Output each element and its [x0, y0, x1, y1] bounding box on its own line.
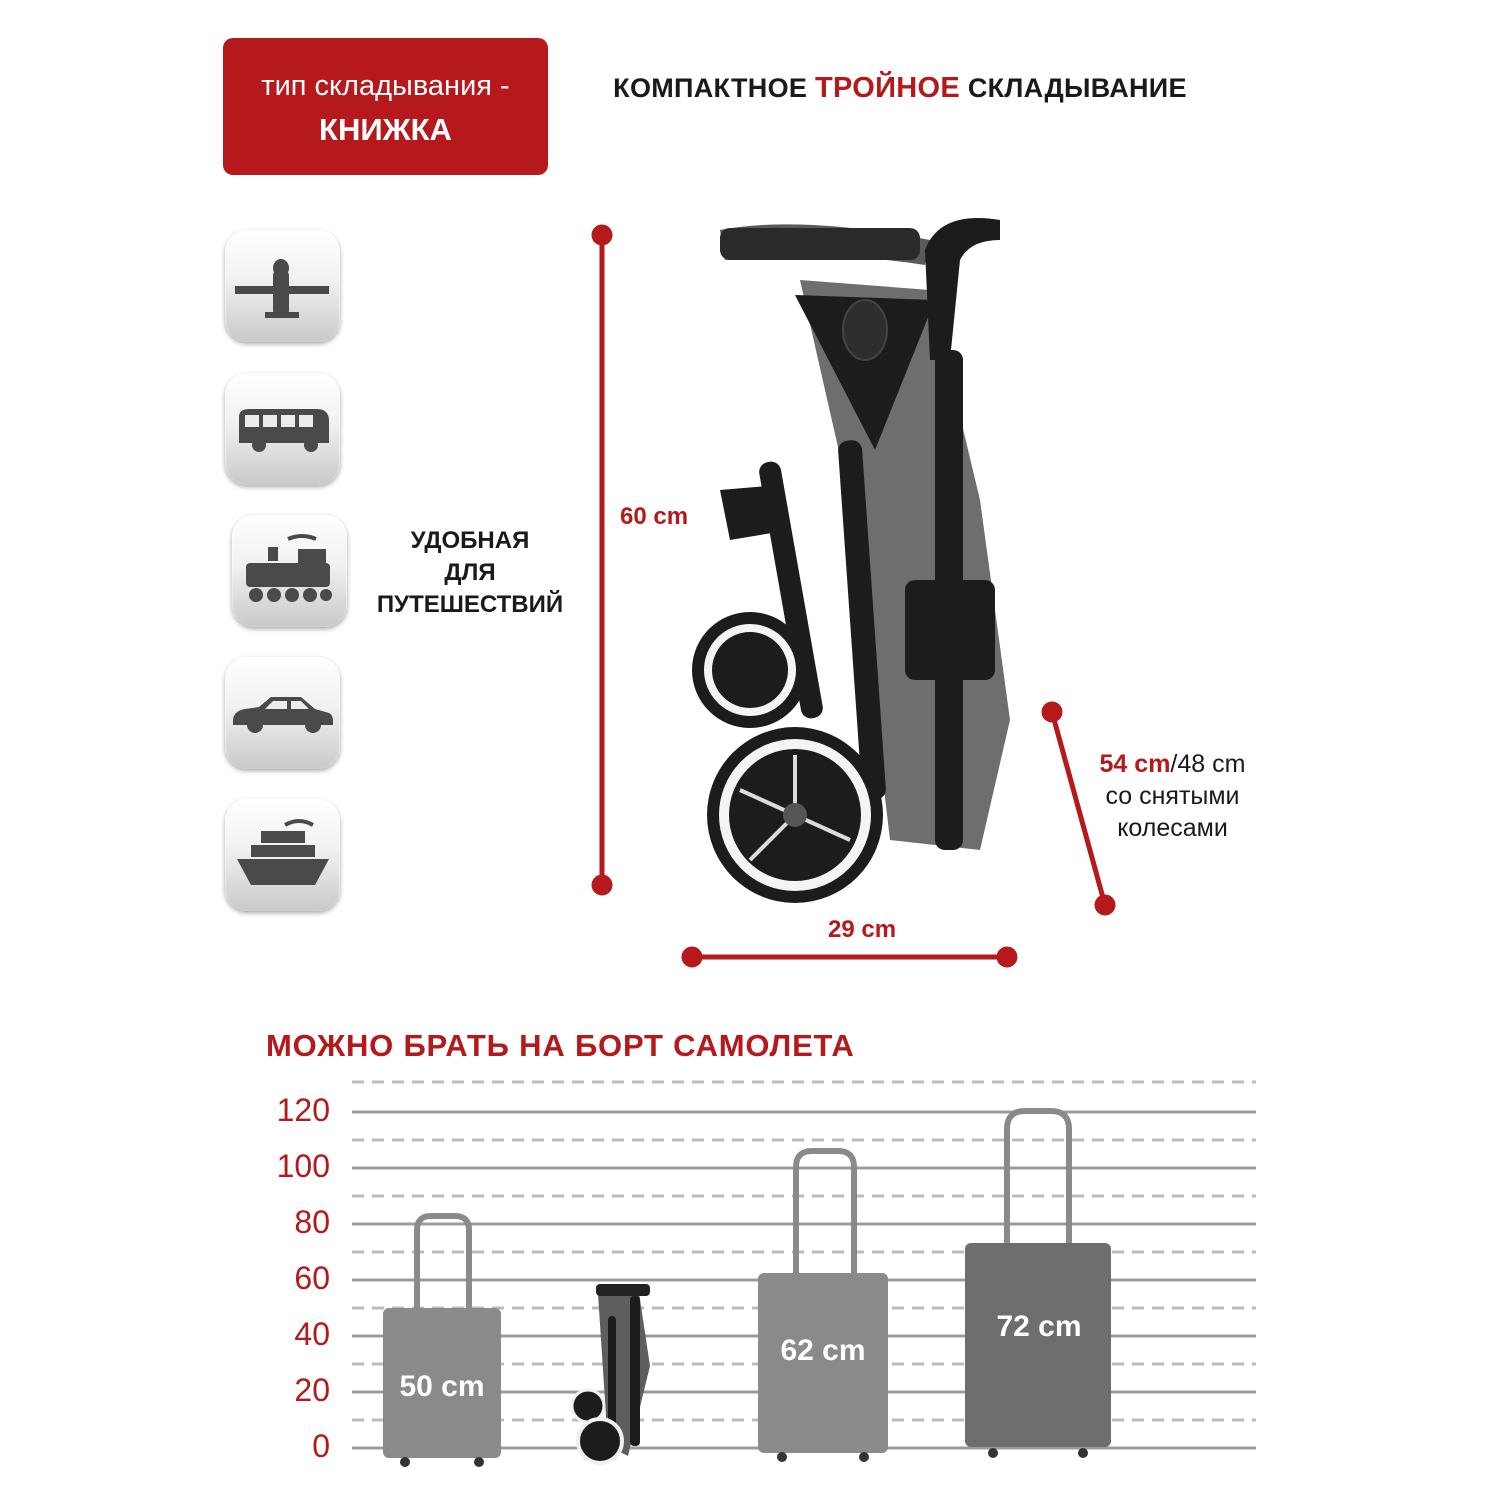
car-icon: [225, 657, 340, 769]
small-stroller-image: [570, 1284, 650, 1465]
width-dimension-right-dot: [996, 946, 1018, 968]
tick-label: 60: [294, 1260, 330, 1296]
height-dimension-bottom-dot: [591, 874, 613, 896]
travel-line3: ПУТЕШЕСТВИЙ: [376, 591, 564, 618]
depth-note2: колесами: [1117, 814, 1228, 842]
folded-stroller-image: [692, 218, 1010, 903]
travel-line1: УДОБНАЯ: [410, 527, 530, 554]
headline-part2: СКЛАДЫВАНИЕ: [960, 73, 1187, 103]
travel-line2: ДЛЯ: [444, 559, 496, 586]
ship-icon: [225, 799, 340, 911]
suitcase-72-label: 72 cm: [996, 1310, 1082, 1343]
tick-label: 20: [294, 1372, 330, 1408]
tick-label: 40: [294, 1316, 330, 1352]
tick-label: 0: [312, 1428, 330, 1464]
suitcase-62: [758, 1148, 888, 1462]
depth-main: 54 cm: [1099, 750, 1171, 778]
suitcase-72: [965, 1108, 1111, 1458]
chart-title: МОЖНО БРАТЬ НА БОРТ САМОЛЕТА: [266, 1028, 855, 1063]
headline-part1: КОМПАКТНОЕ: [613, 73, 816, 103]
depth-note1: со снятыми: [1105, 782, 1240, 810]
headline: КОМПАКТНОЕ ТРОЙНОЕ СКЛАДЫВАНИЕ: [570, 72, 1230, 105]
fold-type-badge: тип складывания - КНИЖКА: [223, 38, 548, 175]
tick-label: 100: [276, 1148, 330, 1184]
depth-alt: /48 cm: [1170, 750, 1246, 778]
height-label: 60 cm: [620, 503, 689, 530]
train-icon: [232, 515, 347, 627]
width-dimension-left-dot: [681, 946, 703, 968]
travel-text: УДОБНАЯ ДЛЯ ПУТЕШЕСТВИЙ: [360, 525, 580, 621]
headline-highlight: ТРОЙНОЕ: [815, 72, 961, 104]
depth-dimension-bottom-dot: [1094, 894, 1116, 916]
height-dimension-top-dot: [591, 224, 613, 246]
bus-icon: [225, 373, 340, 485]
dimension-lines: [591, 224, 1116, 968]
tick-label: 120: [276, 1092, 330, 1128]
suitcase-62-label: 62 cm: [780, 1334, 866, 1367]
depth-label: 54 cm/48 cm со снятыми колесами: [1085, 748, 1260, 844]
depth-dimension-line: [1049, 711, 1108, 906]
suitcase-50-label: 50 cm: [399, 1370, 485, 1403]
fold-type-label: тип складывания -: [261, 70, 510, 102]
depth-dimension-top-dot: [1041, 701, 1063, 723]
width-label: 29 cm: [828, 916, 897, 943]
suitcase-50: [383, 1213, 501, 1467]
fold-type-value: КНИЖКА: [319, 112, 452, 147]
tick-label: 80: [294, 1204, 330, 1240]
airplane-icon: [225, 230, 340, 342]
